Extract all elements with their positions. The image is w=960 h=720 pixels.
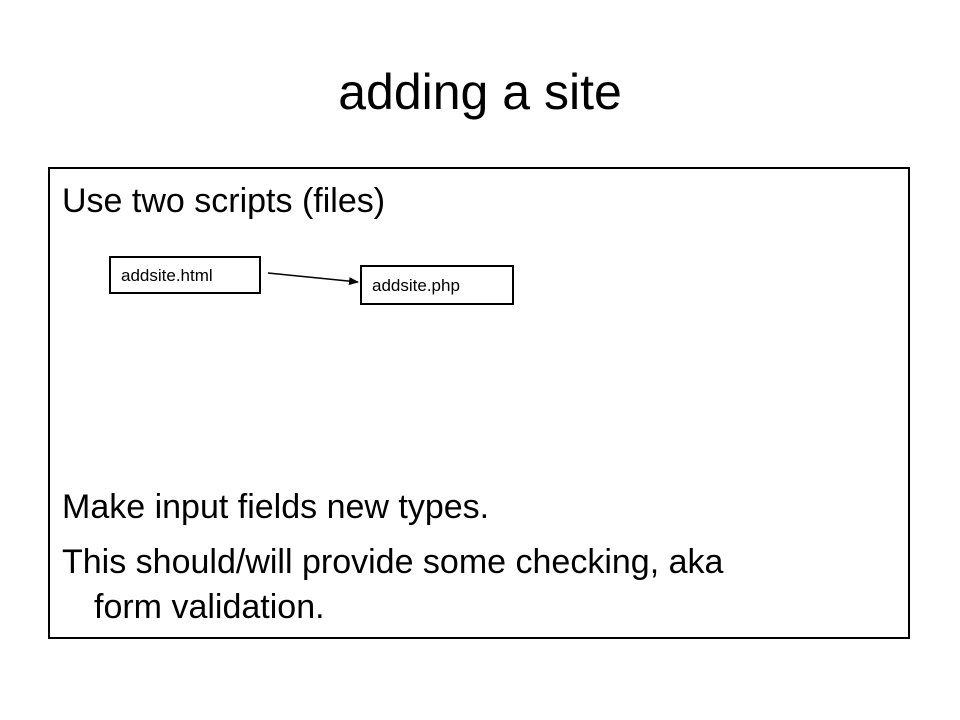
bullet-use-two-scripts: Use two scripts (files) [62,182,386,220]
content-box: Use two scripts (files) addsite.html add… [48,167,910,639]
addsite-html-box: addsite.html [109,256,261,294]
bullet-form-validation: form validation. [94,588,325,626]
bullet-should-provide-checking: This should/will provide some checking, … [62,543,724,581]
bullet-make-input-fields: Make input fields new types. [62,488,490,526]
slide-title: adding a site [338,64,622,120]
addsite-php-box: addsite.php [360,265,514,305]
